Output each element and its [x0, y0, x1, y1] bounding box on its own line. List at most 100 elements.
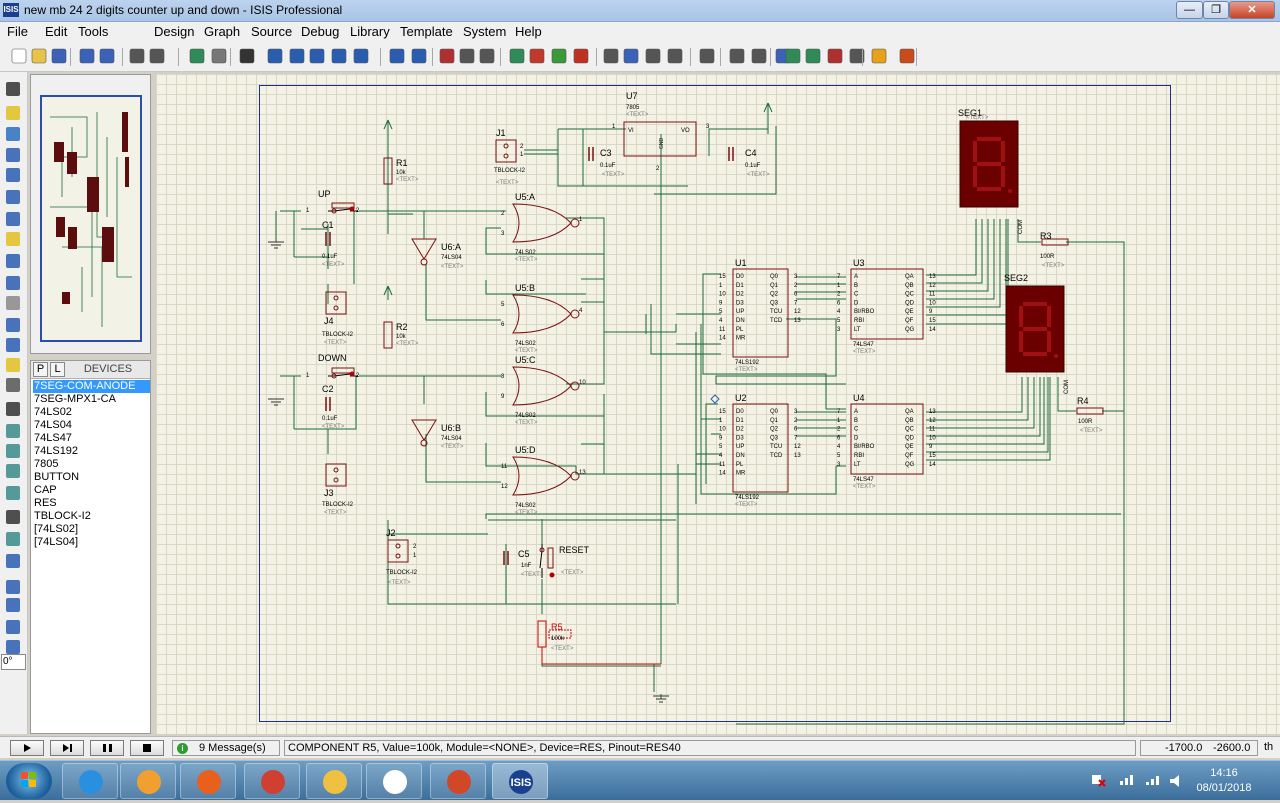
menu-system[interactable]: System [463, 24, 507, 39]
symbol-icon[interactable] [6, 532, 20, 546]
mirror-vertical-icon[interactable] [6, 640, 20, 654]
netlist-to-ares-icon[interactable] [899, 48, 915, 64]
u5d-nor-gate[interactable] [512, 456, 580, 496]
c1-capacitor[interactable] [325, 232, 331, 246]
device-item[interactable]: 7SEG-MPX1-CA [34, 393, 116, 405]
selection-mode-icon[interactable] [6, 82, 20, 96]
seg2-display[interactable] [1005, 285, 1065, 373]
r1-resistor[interactable] [383, 157, 393, 185]
import-icon[interactable] [79, 48, 95, 64]
step-button[interactable] [50, 740, 84, 756]
subcircuit-icon[interactable] [6, 212, 20, 226]
export-icon[interactable] [99, 48, 115, 64]
device-item[interactable]: TBLOCK-I2 [34, 510, 91, 522]
u5c-nor-gate[interactable] [512, 366, 580, 406]
start-button[interactable] [6, 763, 52, 799]
make-device-icon[interactable] [623, 48, 639, 64]
junction-dot-icon[interactable] [6, 127, 20, 141]
menu-tools[interactable]: Tools [78, 24, 109, 39]
bill-of-materials-icon[interactable] [849, 48, 865, 64]
menu-help[interactable]: Help [515, 24, 542, 39]
j1-terminal-block[interactable] [495, 139, 517, 163]
origin-icon[interactable] [239, 48, 255, 64]
wire-label-icon[interactable] [6, 148, 20, 162]
generator-icon[interactable] [6, 318, 20, 332]
j4-terminal-block[interactable] [325, 291, 347, 315]
marker-icon[interactable] [6, 554, 20, 568]
line-icon[interactable] [6, 402, 20, 416]
box-icon[interactable] [6, 424, 20, 438]
device-item[interactable]: 7805 [34, 458, 59, 470]
up-button[interactable] [328, 202, 358, 214]
electrical-check-icon[interactable] [871, 48, 887, 64]
r5-resistor[interactable] [537, 620, 661, 665]
buses-icon[interactable] [6, 190, 20, 204]
text-script-icon[interactable] [6, 168, 20, 182]
terminals-icon[interactable] [6, 232, 20, 246]
decompose-icon[interactable] [667, 48, 683, 64]
menu-design[interactable]: Design [154, 24, 195, 39]
zoom-all-icon[interactable] [331, 48, 347, 64]
c3-capacitor[interactable] [588, 147, 594, 161]
isis-icon[interactable]: ISIS [492, 763, 548, 799]
arc-icon[interactable] [6, 464, 20, 478]
message-log[interactable]: i 9 Message(s) [172, 740, 280, 756]
block-delete-icon[interactable] [573, 48, 589, 64]
power-terminal[interactable] [763, 102, 773, 117]
stop-button[interactable] [130, 740, 164, 756]
device-item[interactable]: BUTTON [34, 471, 80, 483]
voltage-probe-icon[interactable] [6, 338, 20, 352]
overview-sheet[interactable] [40, 95, 142, 342]
u2-chip[interactable] [732, 403, 789, 493]
redo-icon[interactable] [411, 48, 427, 64]
ground-terminal[interactable] [268, 398, 284, 406]
u4-chip[interactable] [850, 403, 924, 475]
ground-terminal[interactable] [268, 241, 284, 249]
print-icon[interactable] [129, 48, 145, 64]
new-sheet-icon[interactable] [785, 48, 801, 64]
menu-template[interactable]: Template [400, 24, 453, 39]
pick-device-icon[interactable] [603, 48, 619, 64]
block-copy-icon[interactable] [509, 48, 525, 64]
block-move-icon[interactable] [529, 48, 545, 64]
r4-resistor[interactable] [1076, 407, 1104, 415]
u6a-inverter[interactable] [411, 238, 437, 266]
mirror-horizontal-icon[interactable] [6, 620, 20, 634]
ground-terminal[interactable] [653, 695, 669, 703]
menu-debug[interactable]: Debug [301, 24, 340, 39]
grid-icon[interactable] [211, 48, 227, 64]
zoom-area-icon[interactable] [353, 48, 369, 64]
pick-devices-button[interactable]: P [33, 362, 48, 377]
internet-explorer-icon[interactable] [62, 763, 118, 799]
device-item[interactable]: [74LS04] [34, 536, 79, 548]
block-rotate-icon[interactable] [551, 48, 567, 64]
u6b-inverter[interactable] [411, 419, 437, 447]
save-icon[interactable] [51, 48, 67, 64]
zoom-in-icon[interactable] [289, 48, 305, 64]
u7-regulator[interactable]: GND [623, 121, 697, 157]
tape-recorder-icon[interactable] [6, 296, 20, 310]
device-item[interactable]: [74LS02] [34, 523, 79, 535]
u1-chip[interactable] [732, 268, 789, 358]
u3-chip[interactable] [850, 268, 924, 340]
play-button[interactable] [10, 740, 44, 756]
new-icon[interactable] [11, 48, 27, 64]
library-manager-button[interactable]: L [50, 362, 65, 377]
property-tool-icon[interactable] [751, 48, 767, 64]
pause-button[interactable] [90, 740, 124, 756]
reset-button[interactable] [539, 544, 555, 578]
chrome-icon[interactable] [366, 763, 422, 799]
c5-capacitor[interactable] [503, 551, 509, 565]
menu-source[interactable]: Source [251, 24, 293, 39]
device-item[interactable]: CAP [34, 484, 57, 496]
down-button[interactable] [328, 367, 358, 379]
component-mode-icon[interactable] [6, 106, 20, 120]
menu-edit[interactable]: Edit [45, 24, 68, 39]
origin-marker[interactable] [710, 394, 720, 404]
virtual-instruments-icon[interactable] [6, 378, 20, 392]
file-explorer-icon[interactable] [306, 763, 362, 799]
c4-capacitor[interactable] [728, 147, 734, 161]
menu-graph[interactable]: Graph [204, 24, 241, 39]
